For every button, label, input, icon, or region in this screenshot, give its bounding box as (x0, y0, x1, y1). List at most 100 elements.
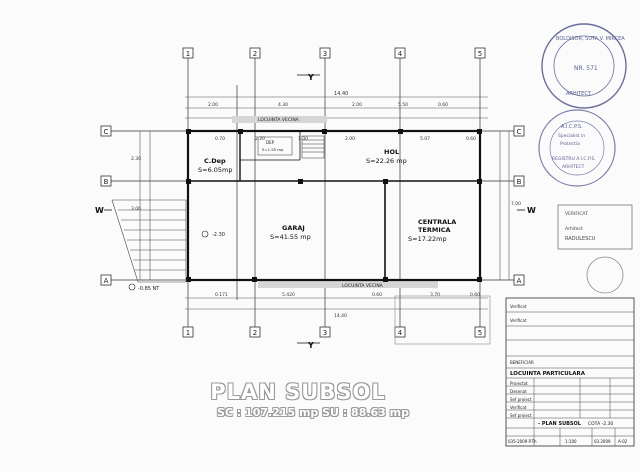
axis-label-top: 3 (323, 50, 327, 58)
axis-label-row: A (517, 277, 522, 285)
level-label-ext: -0.85 NT (138, 286, 160, 292)
tb-row: Verificat (510, 405, 527, 410)
bottom-dim: 0.60 (372, 292, 382, 298)
section-lines (104, 74, 525, 344)
top-dim2: 0.60 (466, 136, 476, 142)
tb-sheet-title: - PLAN SUBSOL (538, 421, 582, 427)
bottom-dim: 3.70 (430, 292, 440, 298)
stair (301, 135, 325, 159)
top-dim2: 2.00 (345, 136, 355, 142)
stamp-text: BOLDISOR, SUTA V. MIRCEA (556, 36, 625, 42)
tb-sheet-level: COTA -2.30 (588, 421, 613, 427)
tb-verif-row: Verificat (510, 318, 527, 323)
axis-label-top: 4 (398, 50, 403, 58)
room-name: C.Dep (204, 157, 226, 165)
stamp-text: ARHITECT (562, 164, 585, 170)
side-dim: 7.00 (511, 201, 521, 207)
dep-box (257, 136, 293, 156)
axis-bubbles-rows (100, 125, 525, 286)
section-marker-y-top: Y (307, 73, 314, 82)
side-dimension-lines (139, 131, 510, 280)
room-area: S=6.05mp (198, 166, 233, 174)
stamp-round-mid: A.I.C.P.S. Specialist in Protectia REGIS… (538, 109, 616, 187)
top-dim2: 5.07 (420, 136, 430, 142)
tb-date: 03.2009 (594, 439, 611, 444)
room-area: S=41.55 mp (270, 233, 311, 241)
axis-label-top: 5 (478, 50, 482, 58)
axis-label-bottom: 4 (398, 329, 403, 337)
building-walls (186, 129, 482, 282)
tb-project-no: 035-2009 P.Th (508, 439, 537, 444)
stamp-text: Arhitect (565, 226, 583, 232)
axis-bubbles-bottom (182, 326, 486, 338)
tb-scale: 1:100 (565, 439, 577, 444)
top-dim: 5.50 (398, 102, 408, 108)
axis-label-top: 2 (253, 50, 257, 58)
section-marker-w-left: W (95, 206, 104, 215)
bottom-dim: 0.60 (470, 292, 480, 298)
tb-verif-row: Verificat (510, 304, 527, 309)
axis-lines-horizontal (108, 130, 520, 281)
axis-label-row: B (517, 178, 522, 186)
axis-label-bottom: 2 (253, 329, 257, 337)
stamp-text: Protectia (560, 141, 580, 147)
axis-label-top: 1 (186, 50, 190, 58)
room-name: GARAJ (282, 224, 305, 232)
room-name-2: TERMICA (418, 226, 451, 234)
stamp-text: Specialist in (558, 133, 585, 139)
bottom-dim: 5.420 (282, 292, 295, 298)
side-dim: 3.00 (131, 206, 141, 212)
tb-client-label: BENEFICIAR (510, 360, 534, 365)
axis-bubbles-top (182, 47, 486, 59)
stamp-text: A.I.C.P.S. (561, 124, 583, 130)
axis-label-row: C (517, 128, 522, 136)
tb-row: Sef proiect (510, 397, 532, 402)
top-dim: 4.30 (278, 102, 288, 108)
axis-label-row: A (104, 277, 109, 285)
axis-label-row: B (104, 178, 109, 186)
neighbor-band-top (232, 116, 327, 123)
top-dim: 2.00 (208, 102, 218, 108)
neighbor-band-bottom (258, 281, 438, 288)
level-label: -2.30 (212, 232, 225, 238)
stamp-text: REGISTRU A.I.C.P.S. (552, 156, 596, 162)
stamp-rect-right: VERIFICAT Arhitect RADULESCU (557, 204, 633, 250)
room-name: HOL (384, 148, 399, 156)
stamp-text: NR. 571 (574, 65, 598, 72)
structural-columns (186, 129, 482, 282)
room-name: CENTRALA (418, 218, 456, 226)
tb-row: Desenat (510, 389, 527, 394)
stamp-text: VERIFICAT (565, 211, 588, 217)
dep-area: S=1.55 mp (262, 147, 284, 152)
stamp-text: ARHITECT (566, 91, 592, 97)
top-dim2: 2.20 (255, 136, 265, 142)
tb-sheet-no: A-02 (618, 439, 628, 444)
axis-label-bottom: 1 (186, 329, 190, 337)
section-marker-w-right: W (527, 206, 536, 215)
axis-label-row: C (104, 128, 109, 136)
overall-bottom-dim: 14.40 (334, 313, 347, 319)
tb-row: Sef proiect (510, 413, 532, 418)
stamp-round-top: BOLDISOR, SUTA V. MIRCEA NR. 571 ARHITEC… (541, 23, 627, 109)
neighbor-label-bottom: LOCUINTA VECINA (342, 283, 384, 289)
top-dim: 2.00 (352, 102, 362, 108)
neighbor-label-top: LOCUINTA VECINA (258, 117, 300, 123)
room-area: S=22.26 mp (366, 157, 407, 165)
dep-label: DEP (266, 140, 275, 145)
overall-top-dim: 14.40 (334, 91, 348, 97)
side-dim: 2.30 (131, 156, 141, 162)
drawing-areas: SC : 107.215 mp SU : 88.63 mp (216, 406, 410, 419)
level-marker (201, 230, 209, 238)
tb-project-title: LOCUINTA PARTICULARA (510, 371, 586, 377)
top-dim: 0.60 (438, 102, 448, 108)
room-area: S=17.22mp (408, 235, 447, 243)
stamp-text: RADULESCU (565, 236, 596, 242)
title-block-grid (505, 297, 635, 447)
top-dim2: 1.30 (298, 136, 308, 142)
bottom-dimension-lines (185, 297, 488, 310)
top-dim2: 0.70 (215, 136, 225, 142)
stamp-blurred-small (394, 256, 624, 345)
tb-row: Proiectat (510, 381, 528, 386)
